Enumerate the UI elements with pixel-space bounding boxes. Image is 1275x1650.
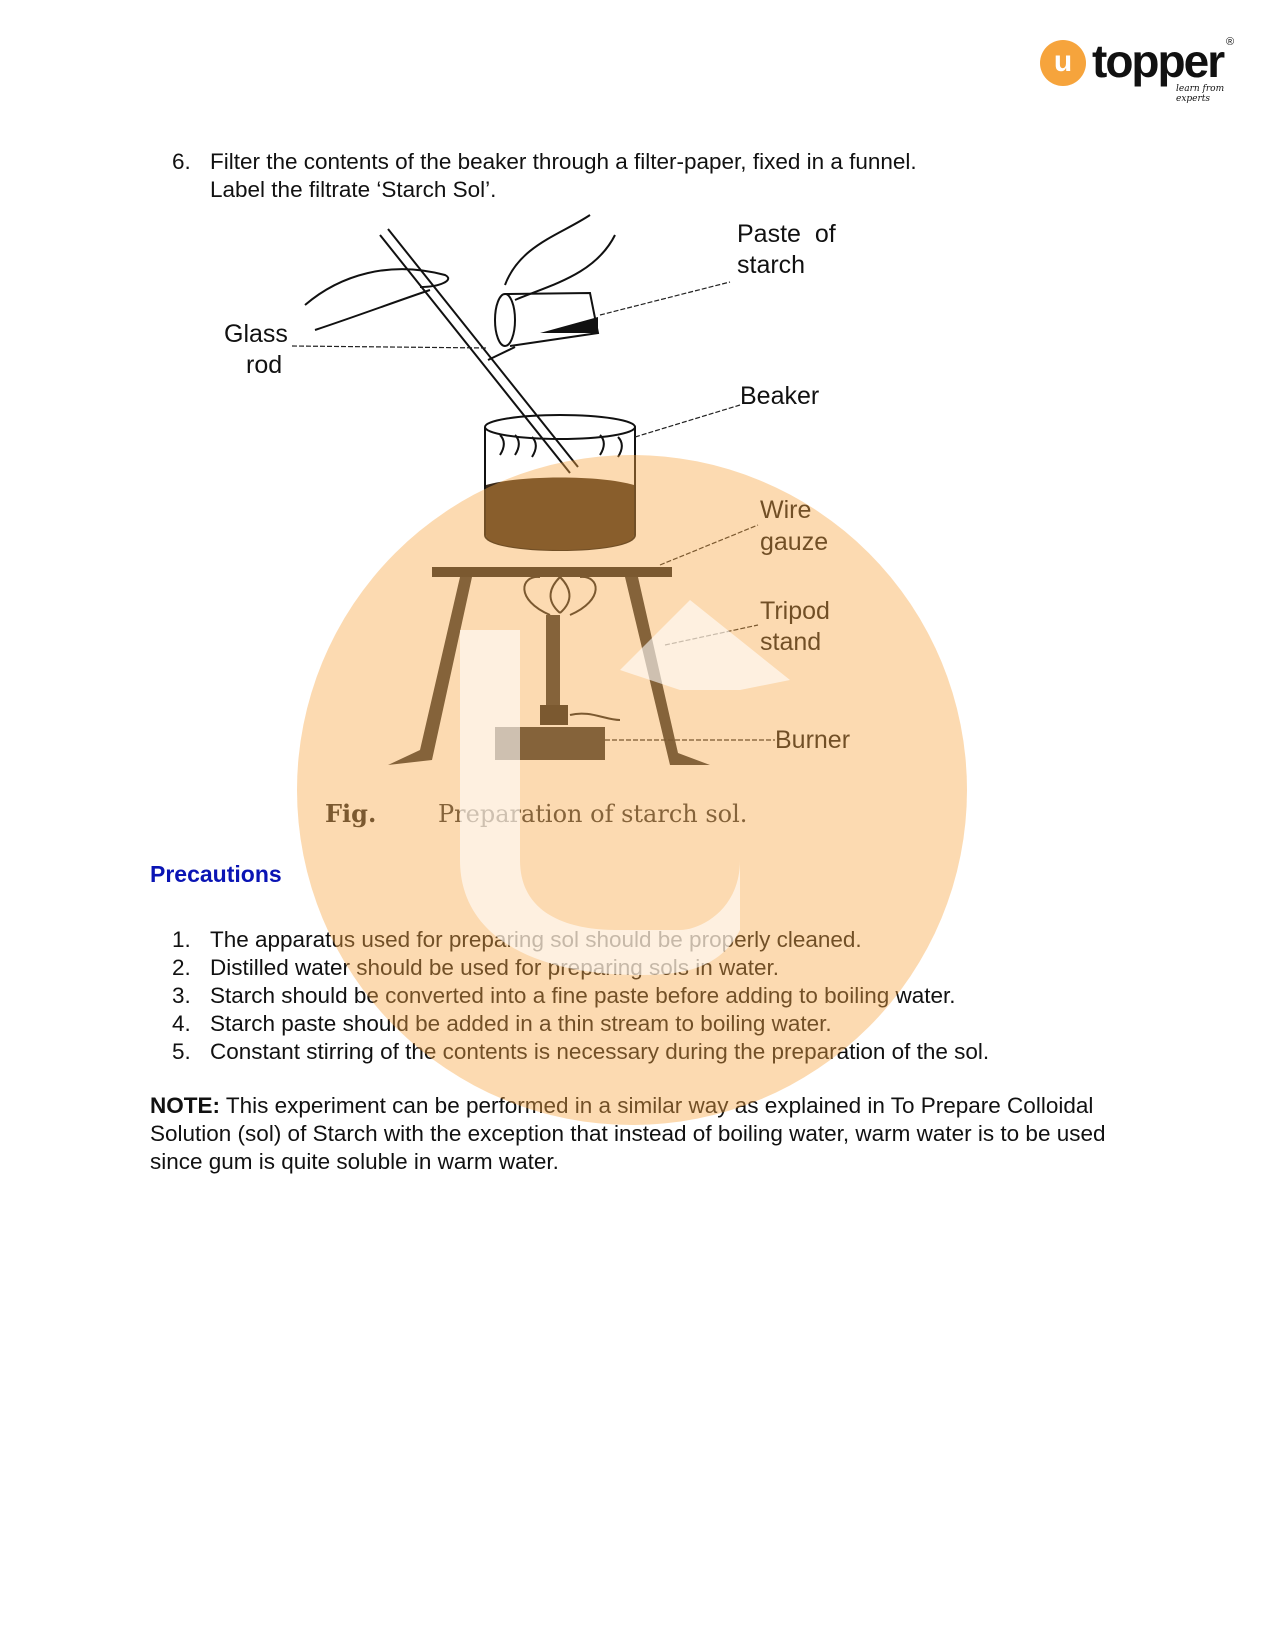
step-text: Filter the contents of the beaker throug… (210, 149, 917, 174)
precautions-list: 1. The apparatus used for preparing sol s… (172, 926, 989, 1066)
item-text: Starch paste should be added in a thin s… (210, 1011, 832, 1036)
item-text: Constant stirring of the contents is nec… (210, 1039, 990, 1064)
list-item: 1. The apparatus used for preparing sol s… (172, 926, 989, 954)
starch-sol-figure: Paste of starch Glass rod Beaker Wire ga… (224, 214, 850, 828)
list-item: 4. Starch paste should be added in a thin… (172, 1010, 989, 1038)
list-item: 3. Starch should be converted into a fine… (172, 982, 989, 1010)
label-gauze: gauze (760, 528, 828, 556)
logo-word: topper (1092, 35, 1225, 87)
label-beaker: Beaker (740, 382, 819, 410)
step-text-2: Label the filtrate ‘Starch Sol’. (210, 177, 497, 202)
item-text: Starch should be converted into a fine p… (210, 983, 956, 1008)
precautions-heading: Precautions (150, 861, 282, 887)
item-number: 2. (172, 955, 191, 980)
topper-logo: u topper learn from experts ® (1040, 35, 1240, 104)
item-number: 1. (172, 927, 191, 952)
figure-caption-prefix: Fig. (325, 799, 376, 828)
list-item: 5. Constant stirring of the contents is n… (172, 1038, 989, 1066)
label-stand: stand (760, 628, 821, 656)
label-starch: starch (737, 251, 805, 279)
logo-tagline: learn from experts (1176, 84, 1225, 104)
item-number: 5. (172, 1039, 191, 1064)
label-glass: Glass (224, 320, 288, 348)
note-label: NOTE: (150, 1093, 220, 1118)
step-list: 6. Filter the contents of the beaker thro… (172, 148, 917, 204)
step-number: 6. (172, 149, 191, 174)
step-6: 6. Filter the contents of the beaker thro… (172, 148, 917, 204)
label-rod: rod (246, 351, 282, 379)
item-text: The apparatus used for preparing sol sho… (210, 927, 862, 952)
note-text: This experiment can be performed in a si… (150, 1093, 1106, 1174)
logo-mark: u (1040, 40, 1086, 86)
list-item: 2. Distilled water should be used for pre… (172, 954, 989, 982)
registered-mark: ® (1226, 36, 1235, 48)
item-text: Distilled water should be used for prepa… (210, 955, 780, 980)
label-wire: Wire (760, 496, 811, 524)
item-number: 4. (172, 1011, 191, 1036)
label-paste: Paste of (737, 220, 836, 248)
figure-caption: Preparation of starch sol. (438, 800, 747, 828)
label-burner: Burner (775, 726, 850, 754)
item-number: 3. (172, 983, 191, 1008)
label-tripod: Tripod (760, 597, 830, 625)
note-paragraph: NOTE: This experiment can be performed i… (150, 1092, 1110, 1176)
